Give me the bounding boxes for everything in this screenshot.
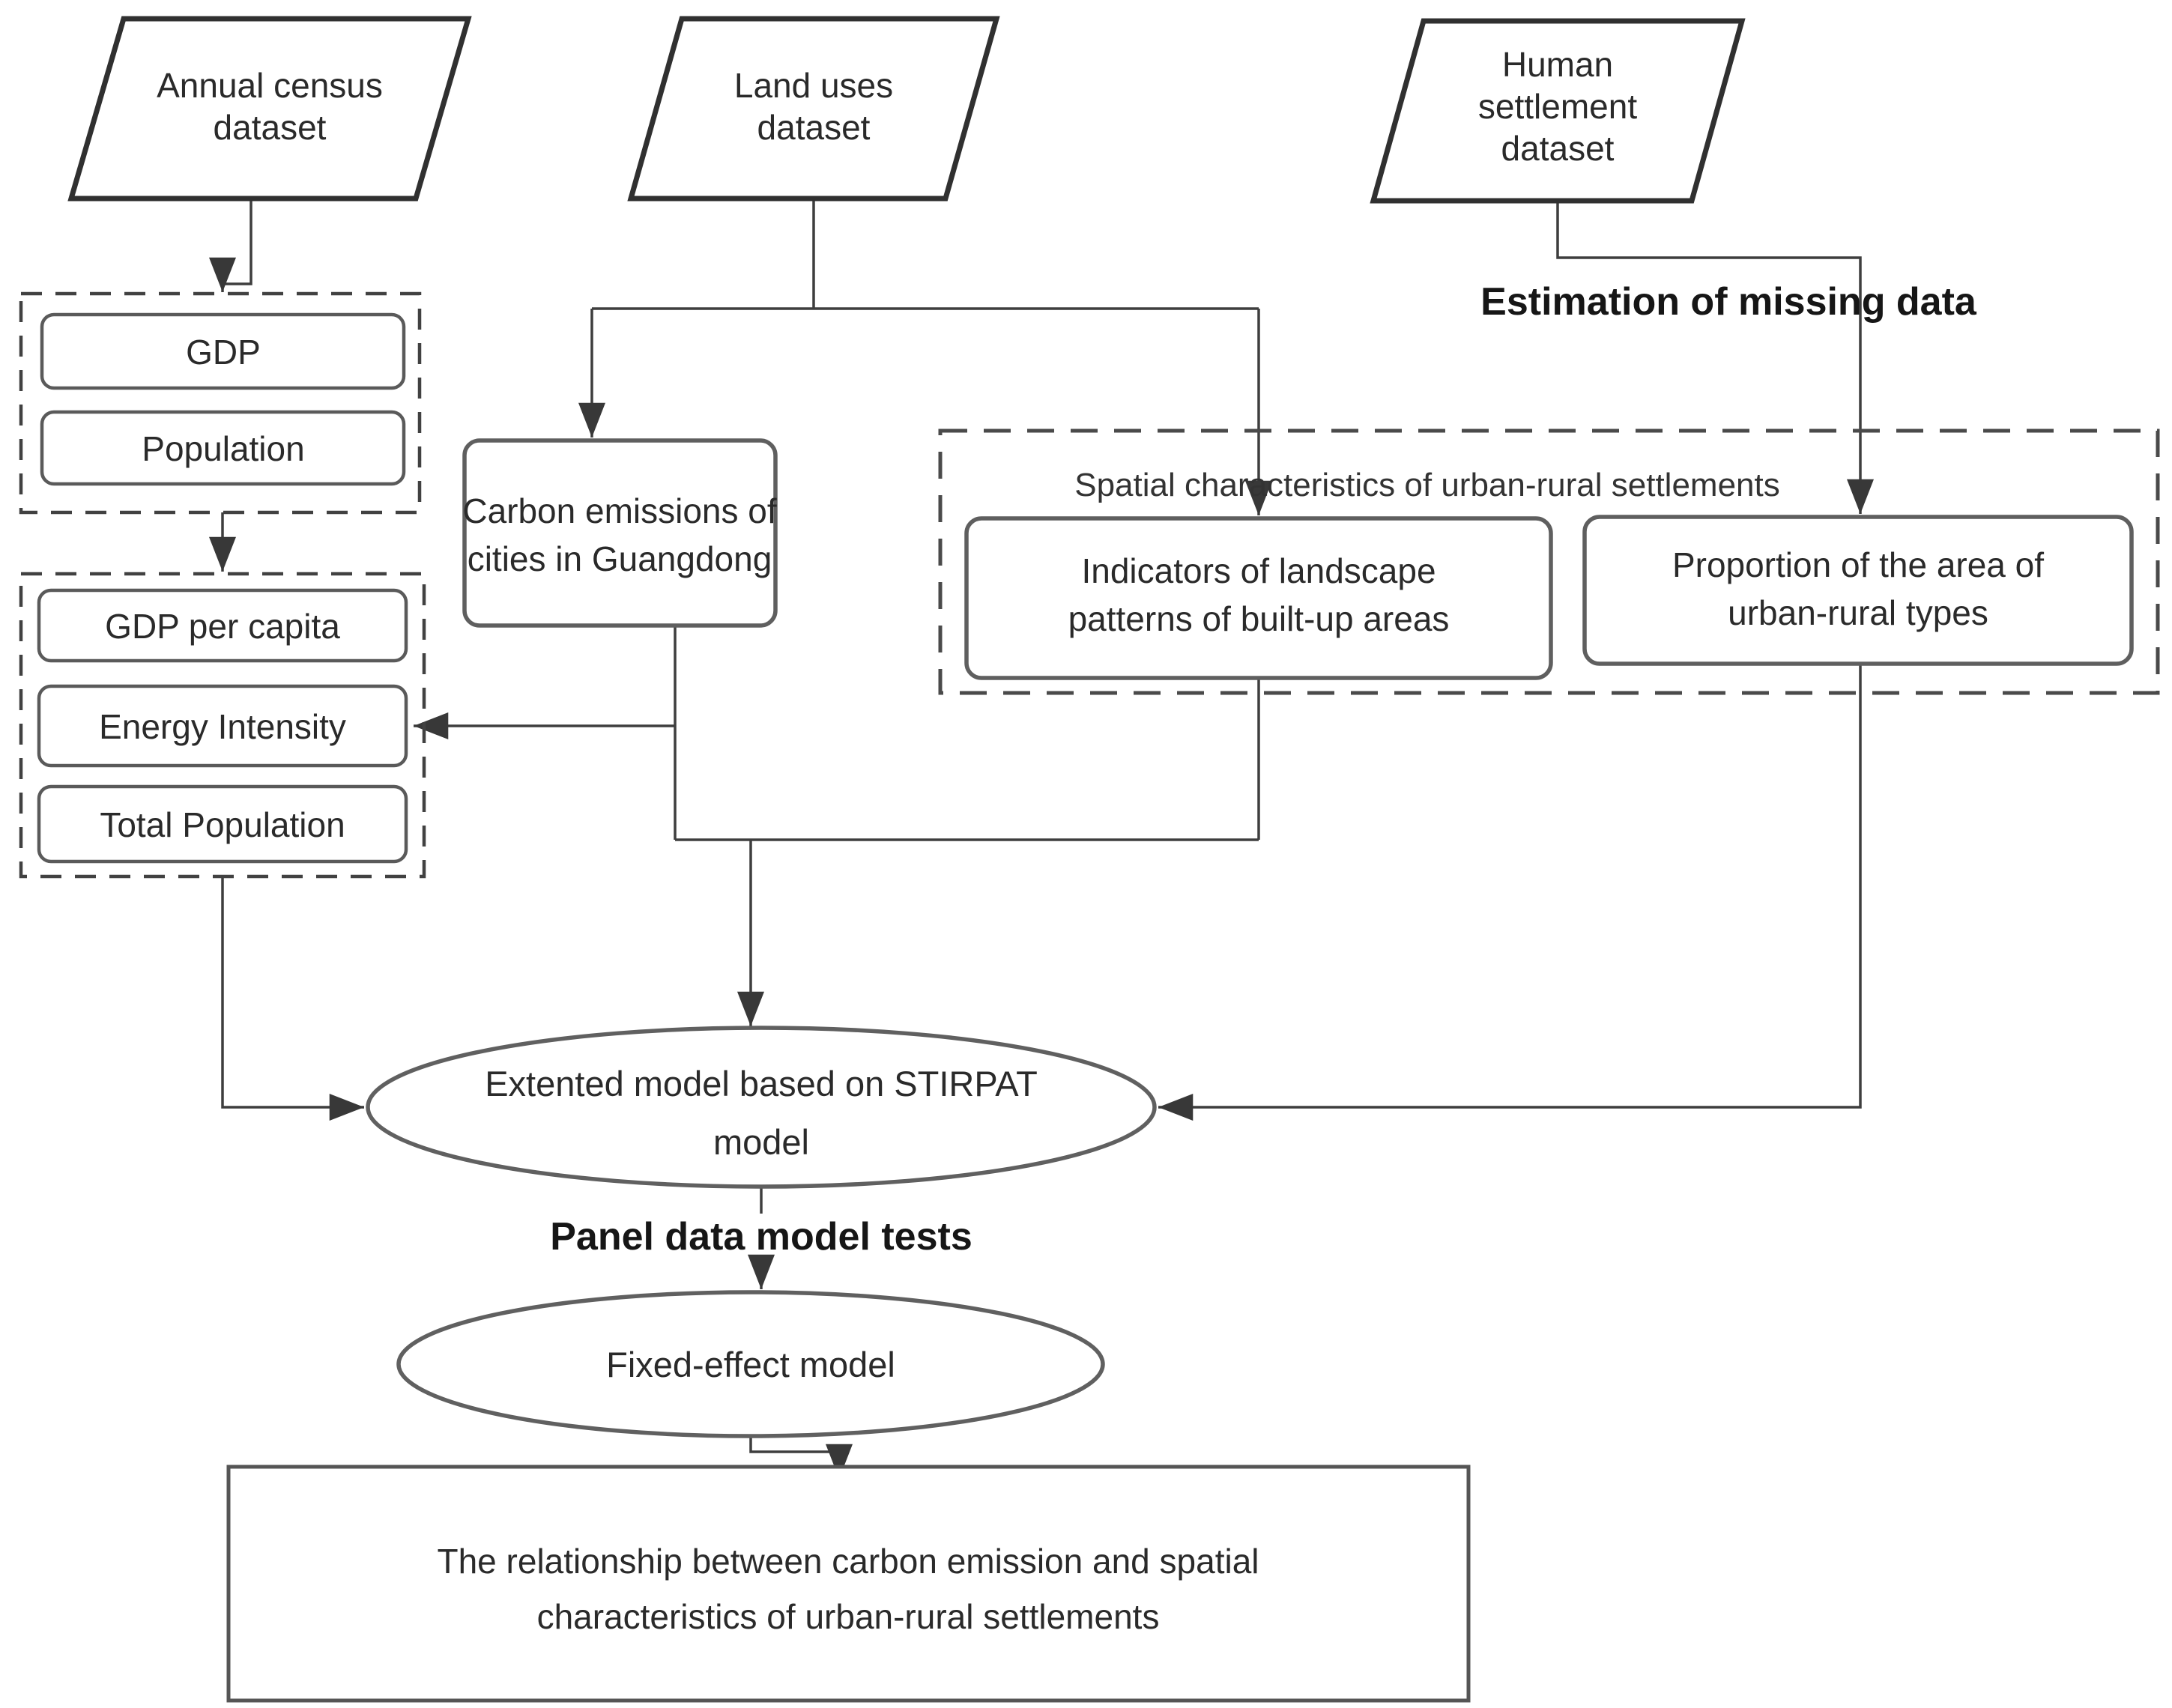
group-spatial-characteristics: Spatial characteristics of urban-rural s… <box>938 428 2160 695</box>
stirpat-model-label-line1: Extented model based on STIRPAT <box>485 1064 1038 1103</box>
fixed-effect-model-ellipse <box>396 1290 1105 1438</box>
node-stirpat-model: Extented model based on STIRPAT model <box>366 1026 1157 1189</box>
carbon-emissions-label-line1: Carbon emissions of <box>462 491 777 530</box>
estimation-missing-data-label: Estimation of missing data <box>1480 280 1977 324</box>
relationship-result-box <box>226 1465 1471 1703</box>
panel-data-model-tests-label: Panel data model tests <box>550 1215 972 1259</box>
energy-intensity-label: Energy Intensity <box>99 707 346 746</box>
landscape-indicators-label-line1: Indicators of landscape <box>1081 551 1436 590</box>
population-label: Population <box>142 429 304 468</box>
annual-census-label-line2: dataset <box>214 108 327 147</box>
group-census-inputs: GDP Population <box>19 291 422 515</box>
human-settlement-label-line2: settlement <box>1478 87 1637 126</box>
total-population-label: Total Population <box>100 805 345 844</box>
node-fixed-effect-model: Fixed-effect model <box>396 1290 1105 1438</box>
node-urban-rural-proportion: Proportion of the area of urban-rural ty… <box>1582 515 2134 666</box>
spatial-characteristics-dashed-border <box>938 428 2160 695</box>
group-derived-variables: GDP per capita Energy Intensity Total Po… <box>19 572 426 879</box>
population-box <box>40 410 406 486</box>
carbon-emissions-box <box>462 438 778 628</box>
land-uses-label-line1: Land uses <box>734 66 893 105</box>
land-uses-shape <box>627 16 1000 202</box>
gdp-per-capita-label: GDP per capita <box>105 607 340 646</box>
connector-settlement-to-proportion <box>1556 201 1874 515</box>
relationship-result-label-line2: characteristics of urban-rural settlemen… <box>537 1597 1160 1636</box>
connectors <box>209 199 1874 1479</box>
total-population-box <box>37 784 408 864</box>
landscape-indicators-box <box>964 516 1553 680</box>
node-carbon-emissions: Carbon emissions of cities in Guangdong <box>462 438 778 628</box>
gdp-label: GDP <box>186 333 261 372</box>
stirpat-model-label-line2: model <box>713 1122 809 1162</box>
derived-variables-dashed-border <box>19 572 426 879</box>
node-landscape-indicators: Indicators of landscape patterns of buil… <box>964 516 1553 680</box>
fixed-effect-model-label: Fixed-effect model <box>606 1345 895 1384</box>
gdp-per-capita-box <box>37 588 408 663</box>
land-uses-label-line2: dataset <box>757 108 871 147</box>
node-relationship-result: The relationship between carbon emission… <box>226 1465 1471 1703</box>
relationship-result-label-line1: The relationship between carbon emission… <box>438 1542 1259 1581</box>
node-human-settlement-dataset: Human settlement dataset <box>1370 18 1746 204</box>
human-settlement-label-line3: dataset <box>1501 129 1615 168</box>
stirpat-model-ellipse <box>366 1026 1157 1189</box>
node-land-uses-dataset: Land uses dataset <box>627 16 1000 202</box>
urban-rural-proportion-box <box>1582 515 2134 666</box>
annual-census-label-line1: Annual census <box>157 66 383 105</box>
annual-census-shape <box>67 16 472 202</box>
connector-proportion-to-stirpat <box>1158 664 1862 1121</box>
connector-derived-to-stirpat <box>221 876 364 1121</box>
landscape-indicators-label-line2: patterns of built-up areas <box>1068 599 1450 638</box>
node-annual-census-dataset: Annual census dataset <box>67 16 472 202</box>
gdp-box <box>40 312 406 390</box>
human-settlement-label-line1: Human <box>1502 45 1613 84</box>
energy-intensity-box <box>37 684 408 768</box>
urban-rural-proportion-label-line1: Proportion of the area of <box>1672 545 2044 584</box>
spatial-characteristics-title: Spatial characteristics of urban-rural s… <box>1074 467 1780 503</box>
human-settlement-shape <box>1370 18 1746 204</box>
connector-census-to-inputs <box>209 199 252 292</box>
urban-rural-proportion-label-line2: urban-rural types <box>1728 593 1988 632</box>
carbon-emissions-label-line2: cities in Guangdong <box>468 539 772 578</box>
